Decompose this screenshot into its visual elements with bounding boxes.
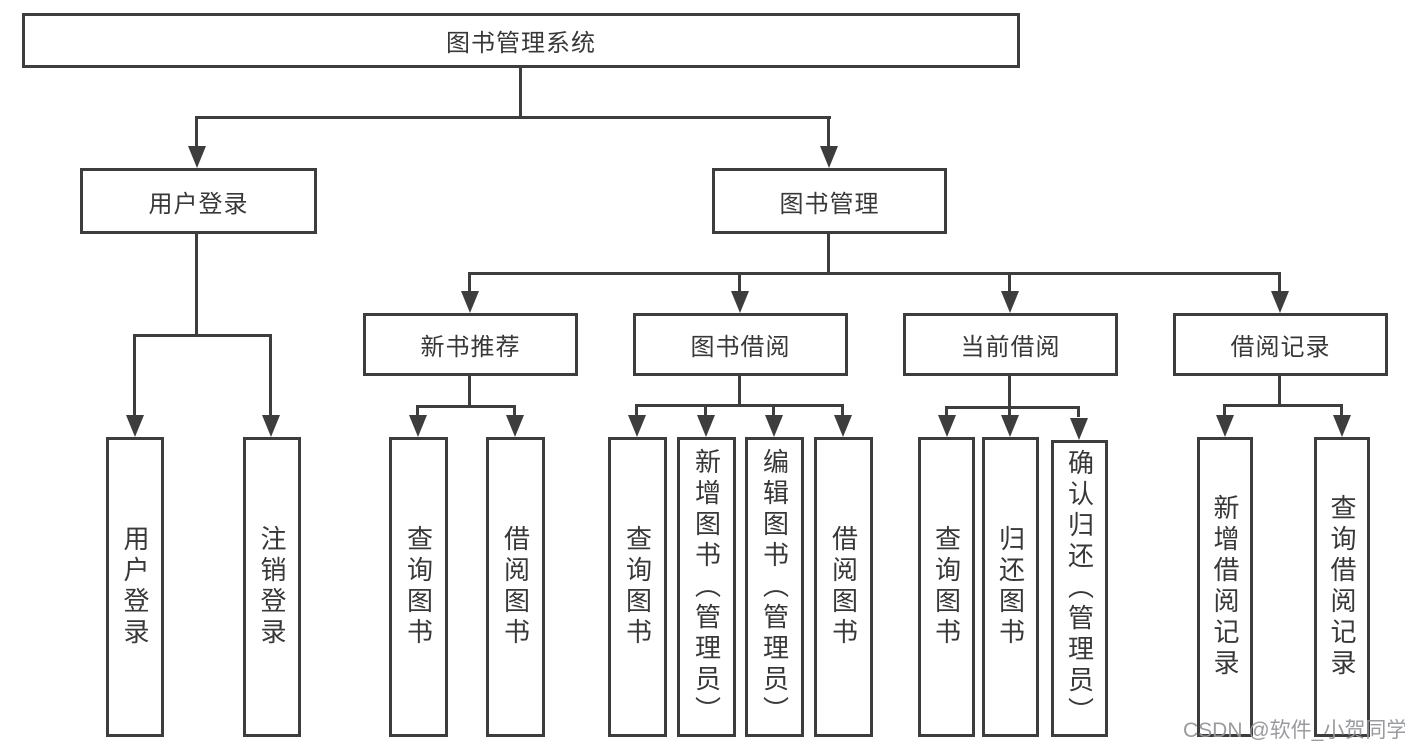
connector-root-stem bbox=[519, 68, 522, 118]
connector-to-cb-return bbox=[1008, 406, 1011, 417]
connector-to-nb-borrow bbox=[513, 405, 516, 417]
arrowhead-bb-borrow bbox=[834, 415, 852, 437]
arrowhead-current-borrow bbox=[1001, 291, 1019, 313]
connector-root-crossbar bbox=[196, 116, 831, 119]
node-user-login-label: 用户登录 bbox=[148, 190, 249, 218]
arrowhead-cb-query bbox=[938, 415, 956, 437]
leaf-edit-book-admin: 编辑图书（管理员） bbox=[745, 437, 804, 737]
connector-user-login-crossbar bbox=[134, 334, 272, 337]
arrowhead-new-book bbox=[461, 291, 479, 313]
connector-to-bb-add bbox=[704, 404, 707, 417]
arrowhead-cb-confirm bbox=[1070, 418, 1088, 440]
leaf-add-borrow-record: 新增借阅记录 bbox=[1197, 437, 1253, 737]
leaf-bookborrow-query-books: 查询图书 bbox=[608, 437, 667, 737]
leaf-edit-book-admin-label: 编辑图书（管理员） bbox=[759, 447, 790, 727]
arrowhead-borrow-records bbox=[1271, 291, 1289, 313]
arrowhead-bb-edit bbox=[765, 415, 783, 437]
leaf-add-borrow-record-label: 新增借阅记录 bbox=[1210, 494, 1240, 680]
leaf-newbook-borrow-books-label: 借阅图书 bbox=[500, 525, 531, 649]
connector-book-management-crossbar bbox=[470, 272, 1281, 275]
leaf-add-book-admin: 新增图书（管理员） bbox=[677, 437, 736, 737]
arrowhead-book-borrow bbox=[731, 291, 749, 313]
connector-book-borrow-stem bbox=[738, 376, 741, 406]
arrowhead-nb-borrow bbox=[506, 415, 524, 437]
connector-user-login-stem bbox=[195, 234, 198, 336]
connector-to-leaf-login bbox=[133, 334, 136, 417]
node-new-book-recommend: 新书推荐 bbox=[363, 313, 578, 376]
arrowhead-br-query bbox=[1333, 415, 1351, 437]
arrowhead-nb-query bbox=[409, 415, 427, 437]
connector-current-borrow-stem bbox=[1008, 376, 1011, 408]
connector-current-borrow-crossbar bbox=[946, 406, 1080, 409]
node-book-management: 图书管理 bbox=[712, 168, 947, 234]
leaf-logout: 注销登录 bbox=[243, 437, 301, 737]
node-new-book-recommend-label: 新书推荐 bbox=[420, 334, 521, 361]
node-borrow-records-label: 借阅记录 bbox=[1230, 334, 1331, 361]
leaf-logout-label: 注销登录 bbox=[257, 525, 287, 649]
connector-to-book-borrow bbox=[738, 272, 741, 293]
connector-borrow-records-crossbar bbox=[1225, 404, 1343, 407]
node-library-management-system-label: 图书管理系统 bbox=[446, 30, 596, 57]
leaf-confirm-return-admin-label: 确认归还（管理员） bbox=[1064, 449, 1095, 728]
connector-to-bb-query bbox=[635, 404, 638, 417]
leaf-user-login-label: 用户登录 bbox=[120, 525, 150, 649]
node-user-login: 用户登录 bbox=[80, 168, 317, 234]
arrowhead-cb-return bbox=[1001, 415, 1019, 437]
arrowhead-user-login bbox=[188, 146, 206, 168]
connector-to-user-login bbox=[195, 116, 198, 150]
leaf-user-login: 用户登录 bbox=[106, 437, 164, 737]
arrowhead-bb-query bbox=[628, 415, 646, 437]
leaf-newbook-query-books-label: 查询图书 bbox=[403, 525, 434, 649]
node-library-management-system: 图书管理系统 bbox=[22, 13, 1020, 68]
connector-to-br-add bbox=[1223, 404, 1226, 417]
leaf-query-borrow-record: 查询借阅记录 bbox=[1314, 437, 1370, 737]
connector-new-book-stem bbox=[468, 376, 471, 407]
connector-book-management-stem bbox=[827, 233, 830, 274]
connector-to-book-management bbox=[827, 116, 830, 150]
arrowhead-leaf-login bbox=[126, 415, 144, 437]
leaf-confirm-return-admin: 确认归还（管理员） bbox=[1051, 440, 1108, 737]
connector-new-book-crossbar bbox=[417, 405, 516, 408]
connector-to-bb-edit bbox=[772, 404, 775, 417]
arrowhead-leaf-logout bbox=[262, 415, 280, 437]
leaf-bookborrow-borrow-books-label: 借阅图书 bbox=[828, 525, 859, 649]
connector-to-current-borrow bbox=[1008, 272, 1011, 293]
connector-to-cb-confirm bbox=[1077, 406, 1080, 417]
connector-to-bb-borrow bbox=[841, 404, 844, 417]
arrowhead-br-add bbox=[1216, 415, 1234, 437]
leaf-currentborrow-query-books: 查询图书 bbox=[918, 437, 975, 737]
connector-to-br-query bbox=[1340, 404, 1343, 417]
node-borrow-records: 借阅记录 bbox=[1173, 313, 1388, 376]
arrowhead-bb-add bbox=[697, 415, 715, 437]
leaf-return-books-label: 归还图书 bbox=[995, 525, 1026, 649]
leaf-newbook-borrow-books: 借阅图书 bbox=[486, 437, 545, 737]
connector-to-new-book bbox=[468, 272, 471, 293]
leaf-bookborrow-query-books-label: 查询图书 bbox=[622, 525, 653, 649]
node-current-borrow: 当前借阅 bbox=[903, 313, 1118, 376]
connector-to-nb-query bbox=[416, 405, 419, 417]
leaf-newbook-query-books: 查询图书 bbox=[389, 437, 448, 737]
node-book-borrow-label: 图书借阅 bbox=[690, 334, 791, 361]
connector-to-cb-query bbox=[945, 406, 948, 417]
arrowhead-book-management bbox=[820, 146, 838, 168]
connector-to-borrow-records bbox=[1278, 272, 1281, 293]
leaf-query-borrow-record-label: 查询借阅记录 bbox=[1327, 494, 1357, 680]
leaf-currentborrow-query-books-label: 查询图书 bbox=[931, 525, 962, 649]
connector-borrow-records-stem bbox=[1278, 376, 1281, 406]
leaf-add-book-admin-label: 新增图书（管理员） bbox=[691, 447, 722, 727]
node-book-management-label: 图书管理 bbox=[779, 190, 880, 218]
connector-book-borrow-crossbar bbox=[636, 404, 844, 407]
leaf-return-books: 归还图书 bbox=[982, 437, 1039, 737]
csdn-watermark: CSDN @软件_小贺同学 bbox=[1183, 719, 1405, 742]
node-book-borrow: 图书借阅 bbox=[633, 313, 848, 376]
connector-to-leaf-logout bbox=[269, 334, 272, 417]
leaf-bookborrow-borrow-books: 借阅图书 bbox=[814, 437, 873, 737]
node-current-borrow-label: 当前借阅 bbox=[960, 334, 1061, 361]
